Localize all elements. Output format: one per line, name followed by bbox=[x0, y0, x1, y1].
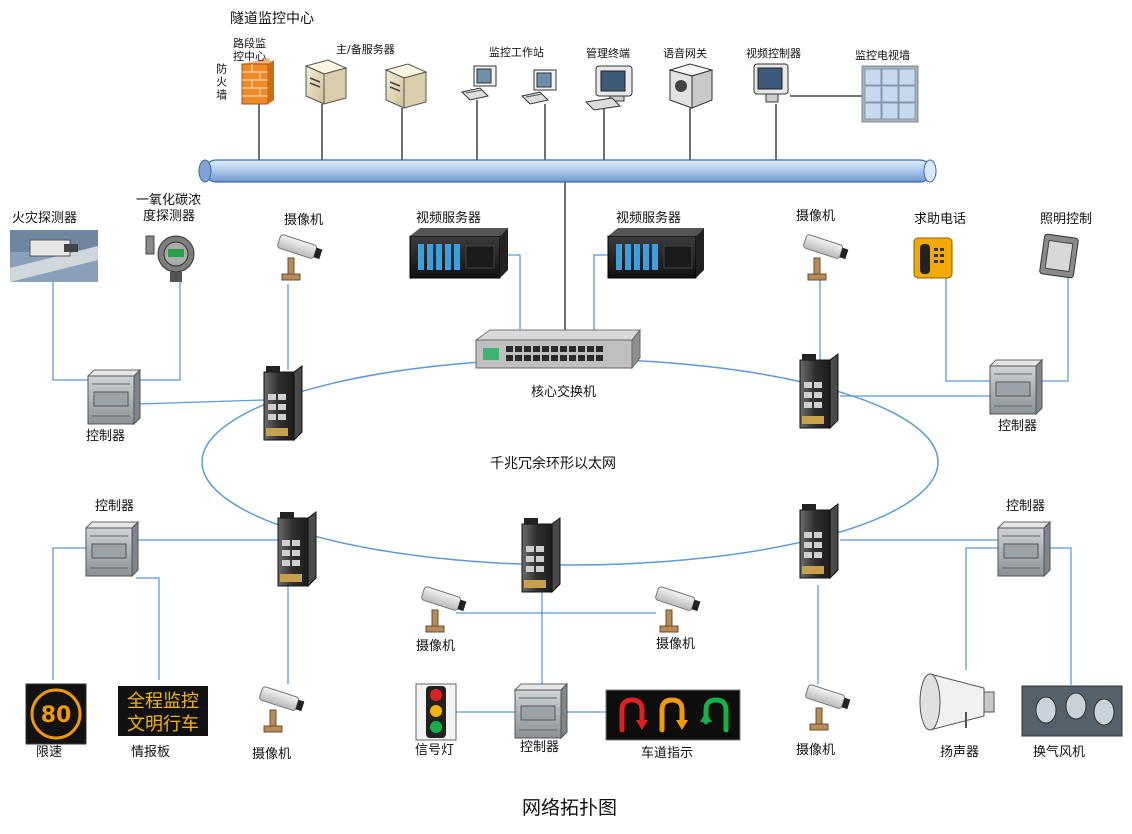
mgmt-terminal-label: 管理终端 bbox=[586, 47, 630, 60]
controller-label: 控制器 bbox=[95, 499, 135, 514]
ring-switch-icon bbox=[799, 503, 839, 580]
core-switch-label: 核心交换机 bbox=[531, 385, 597, 400]
ring-switch-icon bbox=[277, 511, 317, 588]
ventilation-fan-icon bbox=[1021, 685, 1123, 737]
speaker-label: 扬声器 bbox=[940, 745, 980, 760]
firewall-icon bbox=[241, 58, 274, 105]
co-detector-label-l2: 度探测器 bbox=[143, 209, 196, 224]
video-server-icon bbox=[409, 228, 508, 279]
tv-wall-label: 监控电视墙 bbox=[855, 49, 910, 62]
info-board-line2: 文明行车 bbox=[127, 714, 199, 735]
controller-icon bbox=[996, 520, 1052, 578]
controller-icon bbox=[84, 520, 140, 578]
co-detector-icon bbox=[145, 235, 195, 282]
fan-label: 换气风机 bbox=[1033, 745, 1086, 760]
workstations-label: 监控工作站 bbox=[489, 46, 544, 59]
ring-label: 千兆冗余环形以太网 bbox=[490, 456, 616, 472]
video-server-right-label: 视频服务器 bbox=[616, 211, 682, 226]
voice-gateway-icon bbox=[668, 63, 714, 109]
fire-detector-label: 火灾探测器 bbox=[12, 211, 78, 226]
camera-icon bbox=[259, 686, 305, 733]
camera-label: 摄像机 bbox=[252, 747, 292, 762]
camera-label: 摄像机 bbox=[796, 209, 836, 224]
monitor-center-title: 隧道监控中心 bbox=[230, 11, 314, 27]
ring-switch-icon bbox=[263, 365, 303, 442]
camera-label: 摄像机 bbox=[416, 639, 456, 654]
workstation-icon bbox=[521, 69, 557, 105]
info-board-line1: 全程监控 bbox=[127, 691, 199, 712]
management-terminal-icon bbox=[584, 65, 633, 111]
camera-icon bbox=[277, 234, 323, 281]
speed-limit-label: 限速 bbox=[36, 745, 63, 760]
speaker-icon bbox=[919, 673, 995, 731]
core-switch-icon bbox=[474, 328, 642, 370]
controller-icon bbox=[86, 368, 142, 426]
camera-icon bbox=[655, 586, 701, 633]
firewall-label: 防火墙 bbox=[214, 63, 228, 102]
help-phone-label: 求助电话 bbox=[914, 212, 967, 227]
help-phone-icon bbox=[913, 237, 953, 279]
video-controller-icon bbox=[753, 63, 789, 103]
info-board-sign: 全程监控 文明行车 bbox=[118, 686, 208, 736]
server-backup-icon bbox=[384, 63, 428, 109]
road-center-label-l1: 路段监 bbox=[233, 37, 266, 50]
servers-label: 主/备服务器 bbox=[336, 43, 395, 56]
fire-detector-icon bbox=[10, 230, 98, 282]
traffic-light-icon bbox=[415, 683, 457, 741]
video-server-left-label: 视频服务器 bbox=[416, 211, 482, 226]
video-server-icon bbox=[607, 228, 704, 279]
camera-label: 摄像机 bbox=[284, 213, 324, 228]
video-controller-label: 视频控制器 bbox=[746, 47, 801, 60]
camera-label: 摄像机 bbox=[796, 743, 836, 758]
controller-icon bbox=[988, 358, 1044, 416]
camera-icon bbox=[803, 234, 849, 281]
controller-label: 控制器 bbox=[998, 419, 1038, 434]
speed-limit-sign: 80 bbox=[25, 683, 87, 745]
camera-label: 摄像机 bbox=[656, 637, 696, 652]
backbone-bus bbox=[198, 159, 937, 183]
tv-wall-icon bbox=[861, 65, 919, 123]
lane-indicator-label: 车道指示 bbox=[641, 746, 694, 761]
diagram-title: 网络拓扑图 bbox=[522, 797, 618, 819]
connection-lines bbox=[52, 95, 1072, 713]
signal-light-label: 信号灯 bbox=[415, 743, 455, 758]
controller-icon bbox=[513, 682, 569, 740]
speed-limit-value: 80 bbox=[41, 703, 72, 728]
controller-label: 控制器 bbox=[86, 429, 126, 444]
road-center-label-l2: 控中心 bbox=[233, 50, 266, 63]
info-board-label: 情报板 bbox=[131, 745, 171, 760]
voice-gateway-label: 语音网关 bbox=[663, 47, 707, 60]
ring-switch-icon bbox=[799, 353, 839, 430]
controller-label: 控制器 bbox=[1006, 499, 1046, 514]
server-primary-icon bbox=[304, 59, 348, 105]
camera-icon bbox=[805, 684, 851, 731]
lighting-control-icon bbox=[1039, 233, 1079, 279]
workstation-icon bbox=[461, 65, 497, 101]
co-detector-label-l1: 一氧化碳浓 bbox=[136, 193, 202, 208]
controller-label: 控制器 bbox=[520, 740, 560, 755]
camera-icon bbox=[421, 586, 467, 633]
lane-indicator-icon bbox=[605, 689, 741, 741]
ring-switch-icon bbox=[521, 517, 561, 594]
lighting-label: 照明控制 bbox=[1040, 212, 1093, 227]
